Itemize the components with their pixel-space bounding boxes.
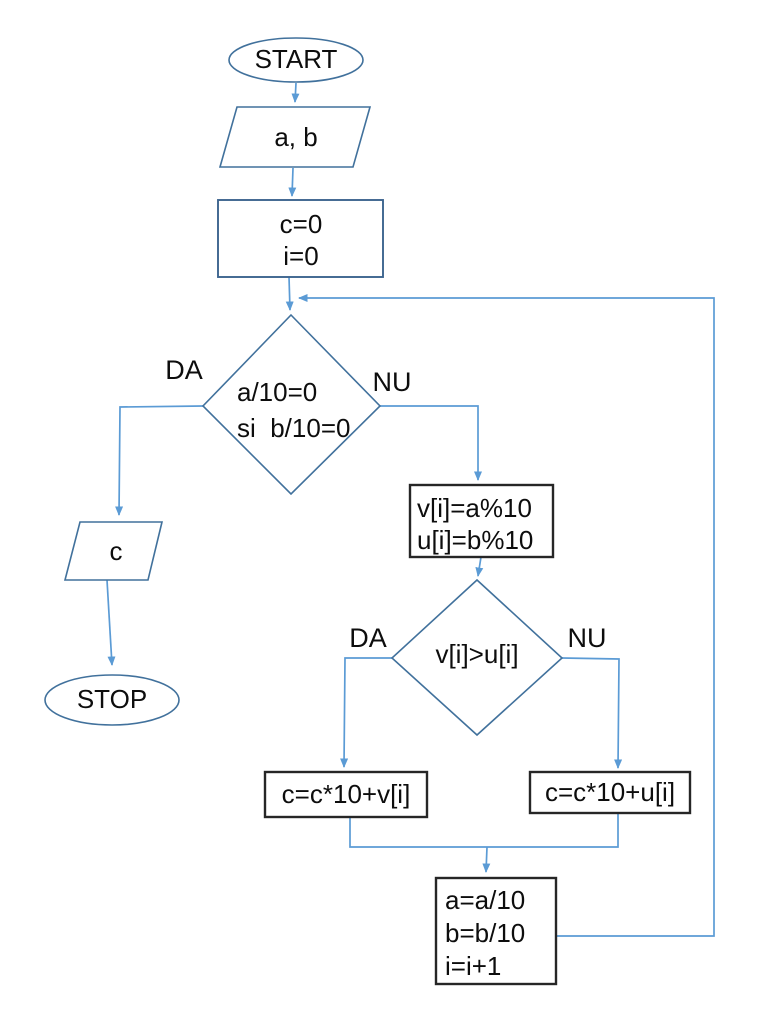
stop-label: STOP [76,684,148,714]
decision1-nu-label: NU [372,367,412,397]
decision2-diamond [390,578,564,737]
edge-loop-back [298,294,715,937]
digits-line2: u[i]=b%10 [417,525,534,555]
update-line2: b=b/10 [445,918,526,948]
edge-decision2-nu [561,657,623,769]
decision1-line1: a/10=0 [237,377,318,407]
add-v-rect [263,770,429,819]
input-ab-label: a, b [274,122,318,152]
init-line1: c=0 [279,209,323,239]
digits-rect [408,483,555,559]
edge-outputc-to-stop [106,579,116,666]
add-v-label: c=c*10+v[i] [281,779,411,809]
edge-init-to-decision1 [285,276,294,311]
edge-decision1-nu [380,405,482,481]
init-line2: i=0 [283,241,319,271]
decision2-da-label: DA [349,623,387,653]
input-ab-parallelogram [218,106,372,168]
decision1-label: a/10=0 si b/10=0 [237,374,350,446]
decision1-line2: si b/10=0 [237,413,351,443]
decision2-nu-label: NU [567,623,607,653]
digits-line1: v[i]=a%10 [417,493,532,523]
stop-ellipse [44,674,180,726]
edge-start-to-input [291,82,300,103]
edge-decision1-da [115,405,204,516]
decision1-da-label: DA [165,355,203,385]
add-u-rect [528,770,692,815]
edge-decision2-da [340,657,392,768]
edge-digits-to-decision2 [475,556,484,577]
add-u-label: c=c*10+u[i] [544,777,676,807]
edge-merge-to-update [482,846,491,873]
output-c-label: c [109,536,123,566]
decision1-diamond [201,313,382,496]
output-c-parallelogram [63,521,164,581]
edge-input-to-init [288,167,297,197]
update-line3: i=i+1 [445,951,502,981]
update-rect [434,876,558,986]
decision2-label: v[i]>u[i] [435,639,519,669]
start-ellipse [228,37,364,83]
update-line1: a=a/10 [445,885,526,915]
edge-merge-horizontal [349,813,619,848]
init-rect [217,199,384,278]
start-label: START [254,44,338,74]
